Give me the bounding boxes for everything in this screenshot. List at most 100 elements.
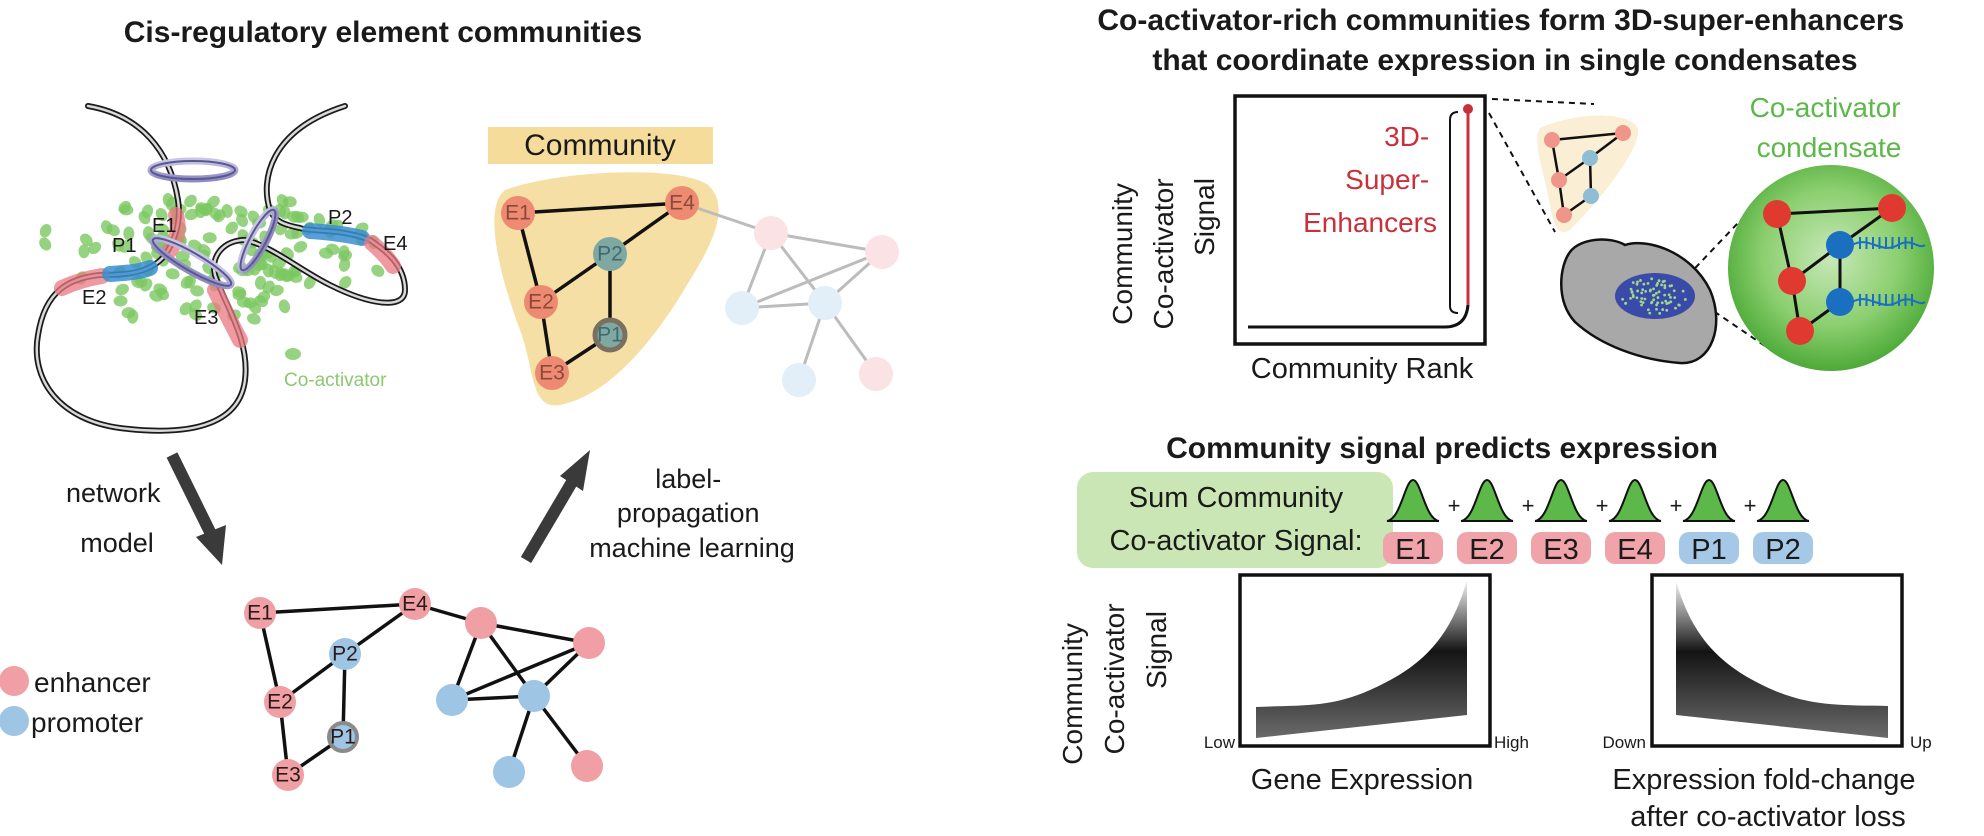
nucleus-dot [1660,283,1663,287]
fold-change-plot: Down Up Expression fold-change after co-… [1603,573,1932,833]
svg-text:Sum Community Co-activat: Sum Community Co-activator Signal: [1109,482,1362,557]
p2-region [302,223,370,246]
coactivator-blob [175,250,190,262]
nucleus-dot [1636,289,1640,293]
nucleus-dot [1643,297,1647,301]
nucleus-dot [1646,308,1650,312]
svg-text:3D- Super- Enhance: 3D- Super- Enhancers [1303,121,1437,238]
sum-label-line1: Sum Community [1129,482,1344,514]
coactivator-blob [118,200,131,214]
condensate-promoter-node [1826,231,1854,259]
mini-community [1537,115,1639,233]
nucleus-dot [1635,296,1639,300]
graph-edge [451,641,590,702]
nucleus-dot [1635,282,1639,286]
nucleus-dot [1668,284,1672,288]
coactivator-blob [202,232,217,244]
svg-text:network model: network model [66,478,168,558]
signal-peak-icon [1386,478,1440,522]
nucleus-dot [1631,281,1635,284]
node-enhancer [465,607,497,639]
node-label: E1 [247,602,273,625]
nucleus-dot [1663,293,1667,297]
node-enhancer-faded [754,216,788,250]
coactivator-blob [79,233,93,247]
graph-edge [480,621,590,645]
promoter-legend-dot [0,706,29,736]
node-e2 [264,686,296,718]
coactivator-blob [127,309,139,324]
coactivator-blob [141,204,154,219]
faded-edge [741,250,883,310]
coactivator-blob [247,313,261,325]
expr-wedge [1256,580,1467,738]
coactivator-blob [339,276,352,289]
node-enhancer [573,627,605,659]
node-promoter-faded [808,286,842,320]
cohesin-ring-outline [151,237,233,287]
se-top-point [1463,104,1473,114]
signal-peak-icon [1460,478,1514,522]
node-e1 [244,597,276,629]
element-tag-bg [1531,532,1591,564]
cohesin-rings [147,157,279,290]
nucleus-dot [1630,291,1634,294]
coactivator-blob [179,302,192,316]
mini-enhancer-node [1615,125,1631,141]
plus-sign: + [1522,493,1535,518]
coactivator-blob [115,283,129,296]
nucleus-dot [1641,288,1645,292]
coactivator-blob [288,271,303,283]
element-tag-p1: P1 [1691,534,1726,566]
nucleus-dot [1624,302,1627,305]
node-label: E2 [528,291,554,314]
node-label: P2 [597,243,623,266]
nucleus-dot [1665,302,1669,305]
node-enhancer [571,750,603,782]
node-promoter [436,684,468,716]
arrow-up-head-icon [560,450,590,491]
nucleus-dot [1658,311,1662,315]
se-ylabel-line3: Signal [1189,178,1220,256]
coactivator-blob [195,202,209,214]
community-label-bg [488,127,713,164]
sum-signal-row: Sum Community Co-activator Signal: E1+E2… [1077,472,1813,568]
nucleus-dot [1655,307,1658,311]
faded-edge [770,231,883,254]
coactivator-blob [88,241,102,255]
node-p1 [592,317,628,353]
nucleus-dot [1674,306,1677,310]
plus-sign: + [1670,493,1683,518]
coactivator-blob [232,286,247,298]
se-curve-baseline [1248,304,1470,329]
coactivator-blob [189,299,202,313]
nucleus-dot [1657,279,1661,283]
coactivator-blob [313,213,326,227]
chromatin-fiber [33,103,409,434]
nucleus-dot [1648,311,1652,315]
arrow-up-icon [520,478,578,564]
node-e3 [272,759,304,791]
nucleus-dot [1669,295,1672,299]
svg-text:Community Co-activator: Community Co-activator Signal [1057,596,1172,765]
nucleus-dot [1656,296,1660,299]
signal-peak-icon [1608,478,1662,522]
node-p2 [593,237,627,271]
condensate-enhancer-node [1878,194,1906,222]
coactivator-blob [184,208,199,221]
nucleus-dot [1669,300,1673,304]
nucleus-dot [1644,289,1648,293]
coactivator-blob [325,243,340,255]
element-tag-e4: E4 [1617,534,1652,566]
se-xlabel: Community Rank [1251,353,1474,385]
coactivator-blob [287,211,301,223]
coactivator-blob [180,275,194,289]
nucleus-dot [1650,277,1654,281]
nucleus-dot [1636,280,1639,284]
element-tag-bg [1457,532,1517,564]
element-tag-e3: E3 [1543,534,1578,566]
chromatin-loop-diagram: P1 E1 E2 E3 P2 E4 Co-activator [33,103,409,434]
signal-peak-icon [1682,478,1736,522]
cohesin-ring-outline [239,208,277,272]
nucleus-dot [1640,297,1644,300]
